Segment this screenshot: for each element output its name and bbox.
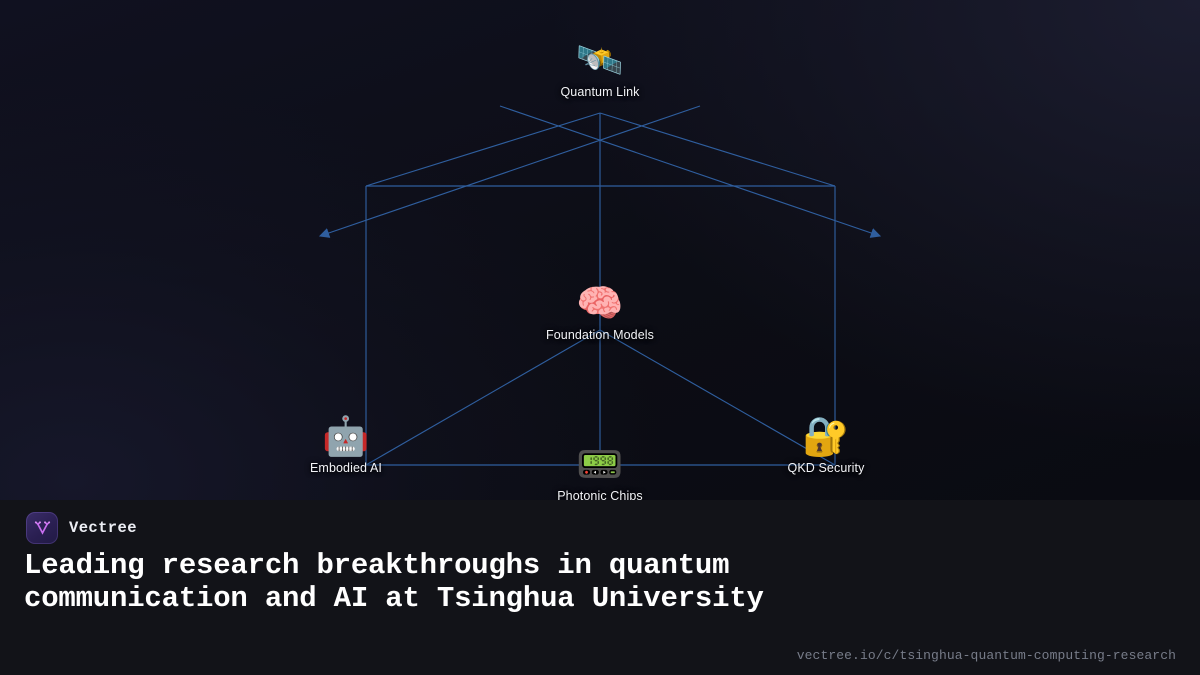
graph-edges [318,105,882,466]
graph-node-label: Embodied AI [310,461,382,475]
graph-node-label: QKD Security [787,461,865,475]
edge-outward-left-arrow [318,105,701,238]
graph-node-label: Foundation Models [545,328,655,342]
pager-icon: 📟 [576,442,624,486]
graph-node-quantum-link[interactable]: 🛰️ Quantum Link [480,38,720,100]
brand-name: Vectree [69,519,137,537]
brand-row[interactable]: Vectree [26,512,137,544]
page-headline: Leading research breakthroughs in quantu… [24,549,764,615]
graph-node-foundation-models[interactable]: 🧠 Foundation Models [480,281,720,343]
graph-node-label: Quantum Link [560,85,640,99]
edge-quantumlink-leftcorner [365,112,601,187]
edge-quantumlink-rightcorner [599,112,836,187]
graph-node-embodied-ai[interactable]: 🤖 Embodied AI [226,414,466,476]
edge-foundationmodels-embodiedai [365,329,601,466]
vectree-tree-logo-icon [26,512,58,544]
knowledge-graph-canvas[interactable]: 🛰️ Quantum Link 🧠 Foundation Models 🤖 Em… [0,0,1200,503]
graph-node-label: Photonic Chips [557,489,643,503]
graph-node-qkd-security[interactable]: 🔐 QKD Security [706,414,946,476]
graph-node-photonic-chips[interactable]: 📟 Photonic Chips [480,442,720,504]
robot-icon: 🤖 [322,414,370,458]
satellite-icon: 🛰️ [576,38,624,82]
brain-icon: 🧠 [576,281,624,325]
page-url: vectree.io/c/tsinghua-quantum-computing-… [796,648,1176,663]
edge-foundationmodels-qkdsecurity [599,329,836,466]
lock-with-key-icon: 🔐 [802,414,850,458]
edge-outward-right-arrow [499,105,882,238]
caption-bar: Vectree Leading research breakthroughs i… [0,500,1200,675]
